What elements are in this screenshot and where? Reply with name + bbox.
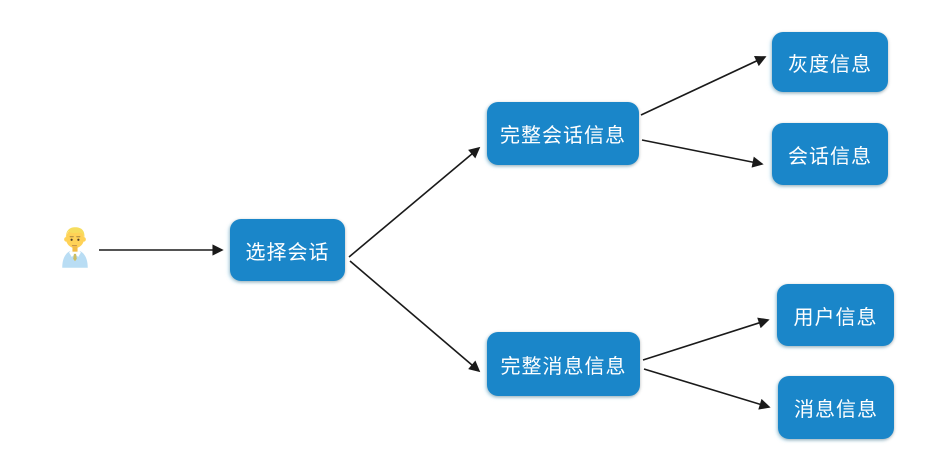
edge-full_message_info-to-user_info bbox=[642, 317, 770, 361]
node-session-info: 会话信息 bbox=[772, 123, 888, 185]
edge-select_session-to-full_session_info bbox=[348, 146, 481, 258]
node-full-session-info: 完整会话信息 bbox=[487, 102, 639, 165]
node-full-message-info-label: 完整消息信息 bbox=[500, 355, 627, 378]
node-full-message-info: 完整消息信息 bbox=[487, 332, 640, 396]
node-gray-info-label: 灰度信息 bbox=[788, 53, 872, 76]
node-user-info: 用户信息 bbox=[777, 284, 894, 346]
edge-select_session-to-full_message_info bbox=[349, 260, 481, 373]
node-user-info-label: 用户信息 bbox=[793, 306, 878, 329]
node-select-session-label: 选择会话 bbox=[245, 241, 330, 264]
node-full-session-info-label: 完整会话信息 bbox=[500, 125, 626, 147]
node-message-info: 消息信息 bbox=[778, 376, 894, 439]
edge-full_session_info-to-session_info bbox=[641, 139, 764, 168]
man-office-worker-icon bbox=[62, 227, 88, 268]
node-session-info-label: 会话信息 bbox=[788, 145, 872, 168]
edge-full_session_info-to-gray_info bbox=[640, 55, 767, 116]
node-select-session: 选择会话 bbox=[230, 219, 345, 281]
node-gray-info: 灰度信息 bbox=[772, 32, 888, 92]
edge-full_message_info-to-message_info bbox=[643, 368, 771, 410]
man-office-worker-emoji bbox=[58, 224, 92, 268]
node-message-info-label: 消息信息 bbox=[794, 399, 878, 421]
